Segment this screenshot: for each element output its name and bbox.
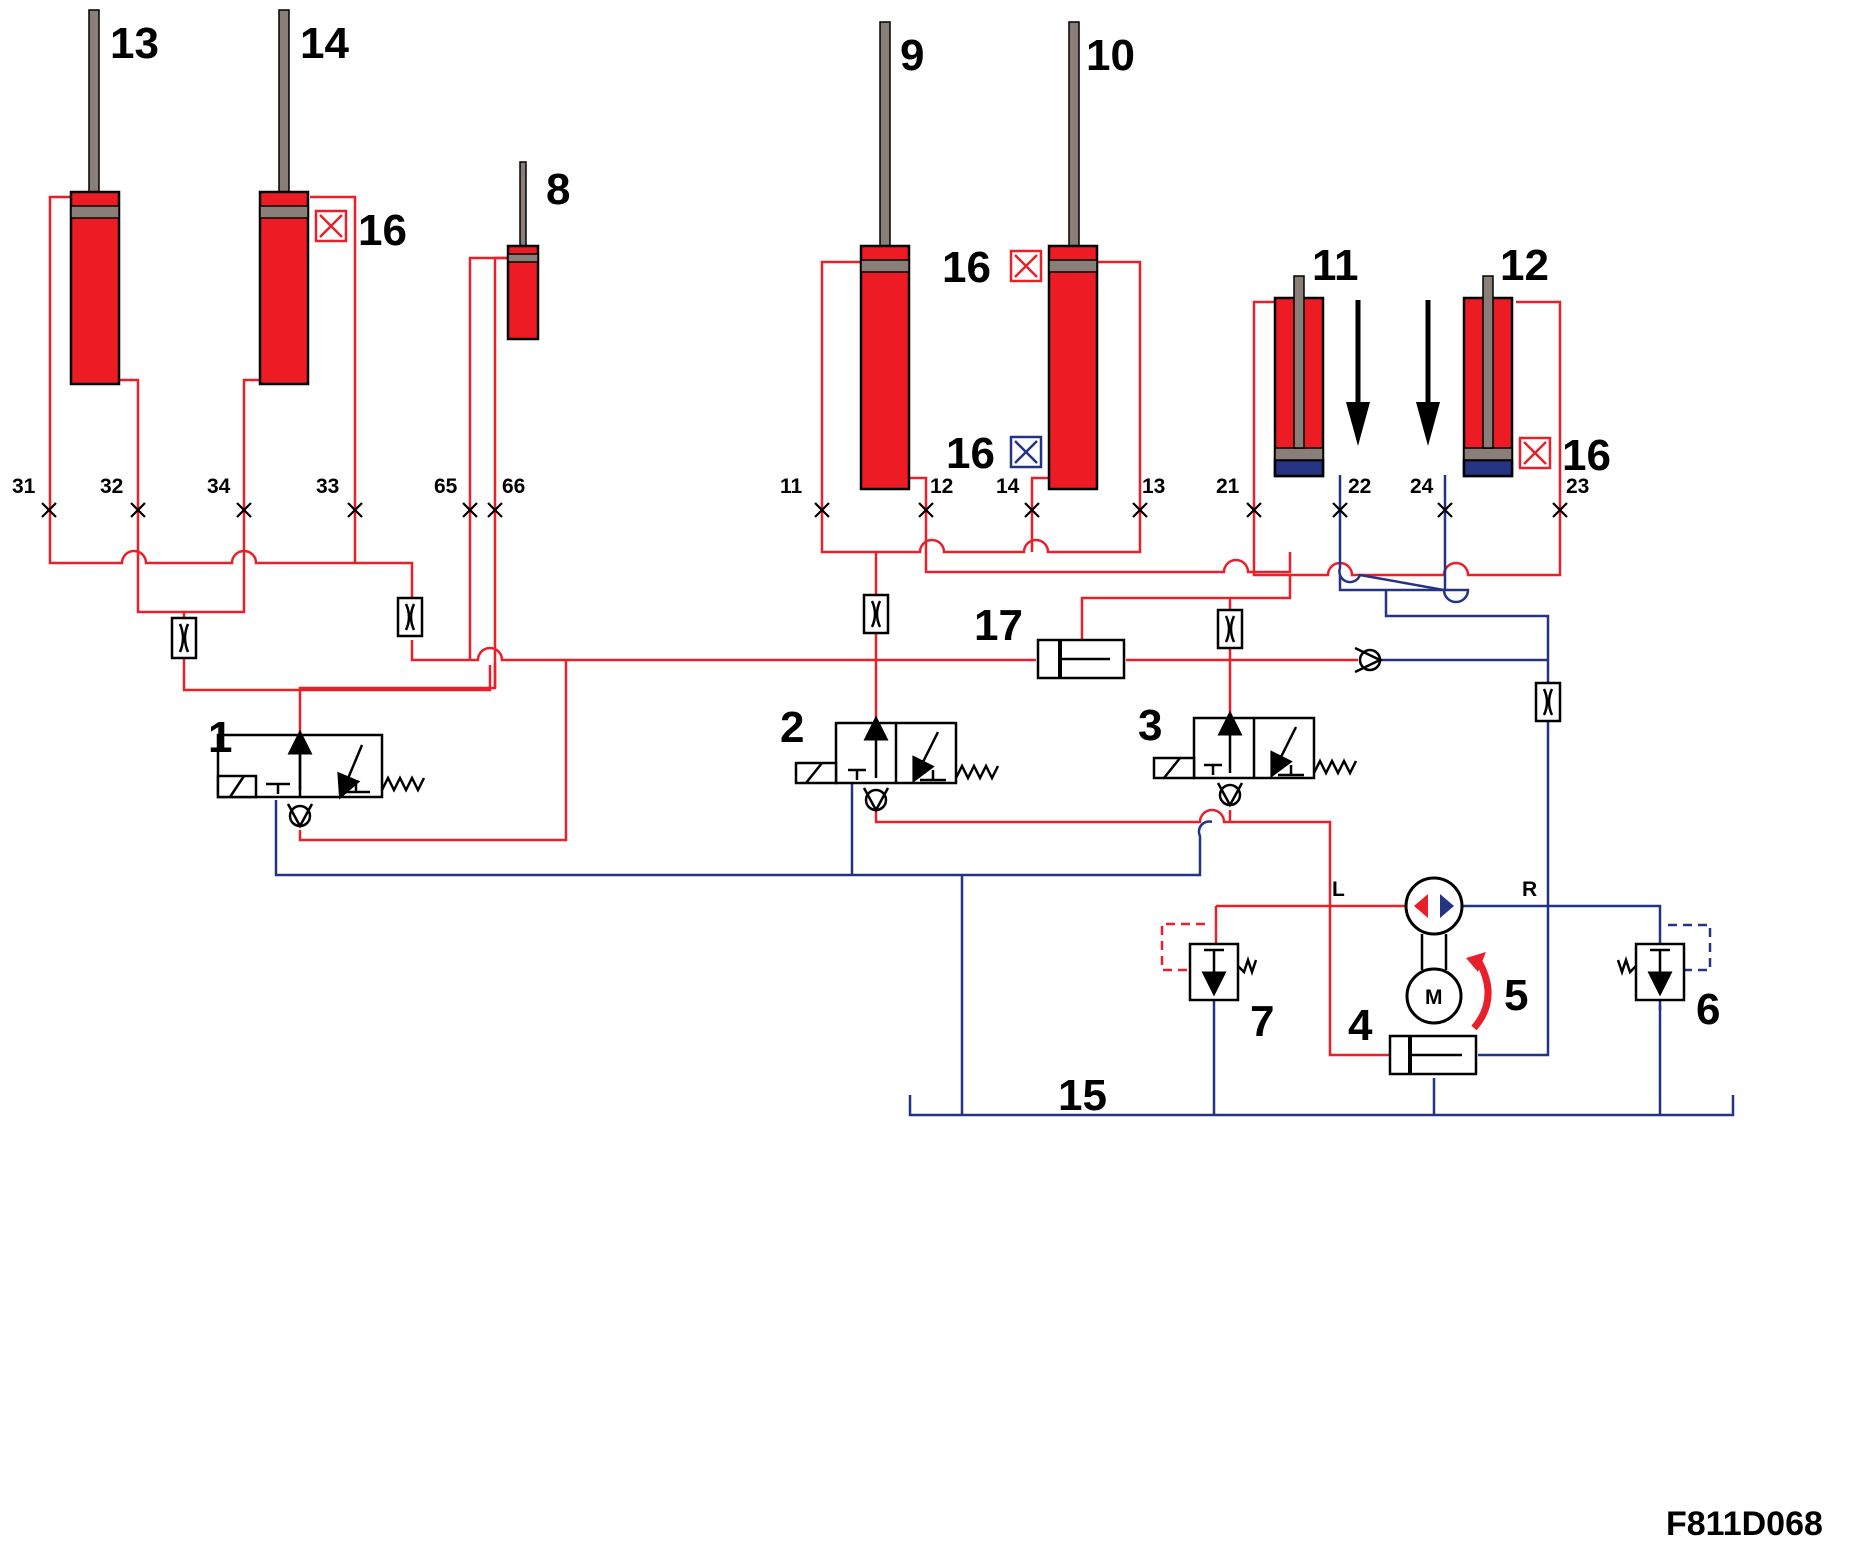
- label-16: 16: [1562, 431, 1611, 480]
- sensor-16-markers: [314, 209, 1552, 470]
- label-13: 13: [110, 19, 159, 68]
- port-34: 34: [207, 475, 231, 498]
- return-lines: [274, 475, 1735, 1117]
- label-2: 2: [780, 703, 804, 752]
- pump-port-l: L: [1332, 878, 1345, 901]
- check-valve: [1354, 646, 1383, 674]
- port-65: 65: [434, 475, 458, 498]
- relief-valve-6: [1616, 942, 1686, 1002]
- port-24: 24: [1410, 475, 1434, 498]
- restrictor-icon: [1216, 608, 1244, 650]
- restrictor-icon: [862, 593, 890, 635]
- relief-valve-7: [1188, 942, 1258, 1002]
- restrictor-icon: [1534, 681, 1562, 723]
- label-11: 11: [1312, 241, 1359, 290]
- pump: [1404, 876, 1464, 970]
- sensor-red-icon: [314, 209, 348, 243]
- rotation-arrow-icon: [1466, 952, 1492, 1031]
- label-12: 12: [1500, 241, 1549, 290]
- label-7: 7: [1250, 997, 1274, 1046]
- port-33: 33: [316, 475, 339, 498]
- port-66: 66: [502, 475, 525, 498]
- sensor-red-icon: [1518, 436, 1552, 470]
- motor: [1405, 967, 1463, 1025]
- port-31: 31: [12, 475, 36, 498]
- label-9: 9: [900, 31, 924, 80]
- cylinder-17: [1036, 638, 1126, 680]
- sensor-red-icon: [1009, 249, 1043, 283]
- cylinder-11: [1273, 275, 1325, 478]
- label-10: 10: [1086, 31, 1135, 80]
- component-labels: 13 14 16 8 9 10 16 16 11 12 16 17 1 2 3 …: [110, 19, 1720, 1120]
- directional-valve-2: [794, 715, 1000, 813]
- pressure-lines: [48, 195, 1562, 1057]
- cylinder-14: [258, 9, 310, 386]
- label-15: 15: [1058, 1071, 1107, 1120]
- motor-label: M: [1425, 986, 1443, 1009]
- label-4: 4: [1348, 1001, 1373, 1050]
- port-14: 14: [996, 475, 1020, 498]
- port-22: 22: [1348, 475, 1371, 498]
- label-6: 6: [1696, 985, 1720, 1034]
- label-17: 17: [974, 601, 1023, 650]
- label-5: 5: [1504, 971, 1528, 1020]
- label-1: 1: [208, 713, 232, 762]
- port-12: 12: [930, 475, 953, 498]
- label-16: 16: [946, 429, 995, 478]
- port-11: 11: [780, 475, 803, 498]
- port-13: 13: [1142, 475, 1165, 498]
- label-14: 14: [300, 19, 349, 68]
- pump-port-r: R: [1522, 878, 1537, 901]
- cylinder-4: [1388, 1034, 1478, 1076]
- restrictor-icon: [170, 616, 198, 660]
- label-8: 8: [546, 165, 570, 214]
- port-23: 23: [1566, 475, 1589, 498]
- port-21: 21: [1216, 475, 1240, 498]
- cylinder-9: [859, 21, 911, 491]
- label-16: 16: [358, 206, 407, 255]
- restrictor-icon: [396, 596, 424, 638]
- port-32: 32: [100, 475, 123, 498]
- label-16: 16: [942, 243, 991, 292]
- label-3: 3: [1138, 701, 1162, 750]
- cylinder-13: [69, 9, 121, 386]
- directional-valve-3: [1152, 710, 1358, 808]
- port-labels: 31 32 34 33 65 66 11 12 14 13 21 22 24 2…: [12, 475, 1589, 1009]
- figure-code: F811D068: [1666, 1505, 1823, 1543]
- cylinder-8: [506, 161, 540, 341]
- directional-valve-1: [216, 729, 426, 829]
- cylinder-10: [1047, 21, 1099, 491]
- cylinder-12: [1462, 275, 1514, 478]
- port-test-points: [41, 502, 1568, 518]
- restrictors: [170, 593, 1562, 723]
- sensor-blue-icon: [1009, 435, 1043, 469]
- down-arrow-icon: [1346, 300, 1440, 446]
